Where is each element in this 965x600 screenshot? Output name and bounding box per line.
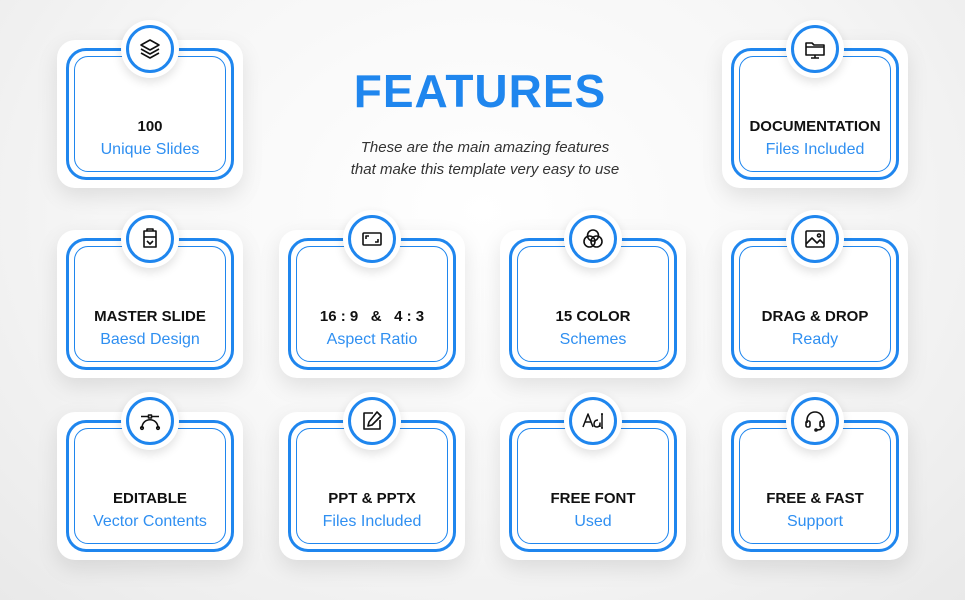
- feature-subtitle: Aspect Ratio: [326, 331, 418, 348]
- font-icon: [582, 413, 603, 429]
- feature-card-editable: EDITABLE Vector Contents: [57, 392, 243, 560]
- feature-subtitle: Baesd Design: [100, 331, 200, 348]
- feature-card-aspect-ratio: 16 : 9 & 4 : 3 Aspect Ratio: [279, 210, 465, 378]
- feature-subtitle: Files Included: [765, 141, 865, 158]
- page-title: FEATURES: [353, 65, 607, 117]
- feature-title: EDITABLE: [113, 490, 187, 507]
- feature-subtitle: Used: [574, 513, 612, 530]
- feature-subtitle: Unique Slides: [100, 141, 200, 158]
- feature-title: FREE FONT: [550, 490, 636, 507]
- feature-card-drag-drop: DRAG & DROP Ready: [722, 210, 908, 378]
- cabinet-icon: [143, 228, 157, 248]
- color-circles-icon: [583, 229, 603, 248]
- image-icon: [805, 230, 825, 248]
- feature-subtitle: Files Included: [322, 513, 422, 530]
- feature-subtitle: Vector Contents: [93, 513, 207, 530]
- aspect-ratio-icon: [362, 232, 382, 246]
- feature-title: DRAG & DROP: [761, 308, 869, 325]
- layers-icon: [140, 39, 160, 59]
- feature-card-ppt-pptx: PPT & PPTX Files Included: [279, 392, 465, 560]
- feature-title: MASTER SLIDE: [94, 308, 206, 325]
- feature-title: DOCUMENTATION: [749, 118, 881, 135]
- page-subtitle: These are the main amazing features that…: [300, 137, 670, 181]
- feature-card-color-schemes: 15 COLOR Schemes: [500, 210, 686, 378]
- feature-title: PPT & PPTX: [328, 490, 416, 507]
- feature-card-documentation: DOCUMENTATION Files Included: [722, 20, 908, 188]
- bezier-curve-icon: [139, 414, 161, 431]
- feature-card-master-slide: MASTER SLIDE Baesd Design: [57, 210, 243, 378]
- headset-icon: [805, 411, 825, 432]
- edit-pen-icon: [363, 411, 382, 430]
- feature-title: 16 : 9 & 4 : 3: [319, 308, 425, 325]
- folder-icon: [805, 42, 825, 59]
- feature-title: 100: [137, 118, 163, 135]
- subtitle-line-1: These are the main amazing features: [360, 139, 610, 156]
- feature-card-unique-slides: 100 Unique Slides: [57, 20, 243, 188]
- feature-title: FREE & FAST: [766, 490, 864, 507]
- feature-subtitle: Ready: [791, 331, 839, 348]
- subtitle-line-2: that make this template very easy to use: [350, 161, 620, 178]
- feature-subtitle: Support: [786, 513, 844, 530]
- feature-subtitle: Schemes: [559, 331, 627, 348]
- feature-title: 15 COLOR: [555, 308, 631, 325]
- feature-card-free-font: FREE FONT Used: [500, 392, 686, 560]
- feature-card-support: FREE & FAST Support: [722, 392, 908, 560]
